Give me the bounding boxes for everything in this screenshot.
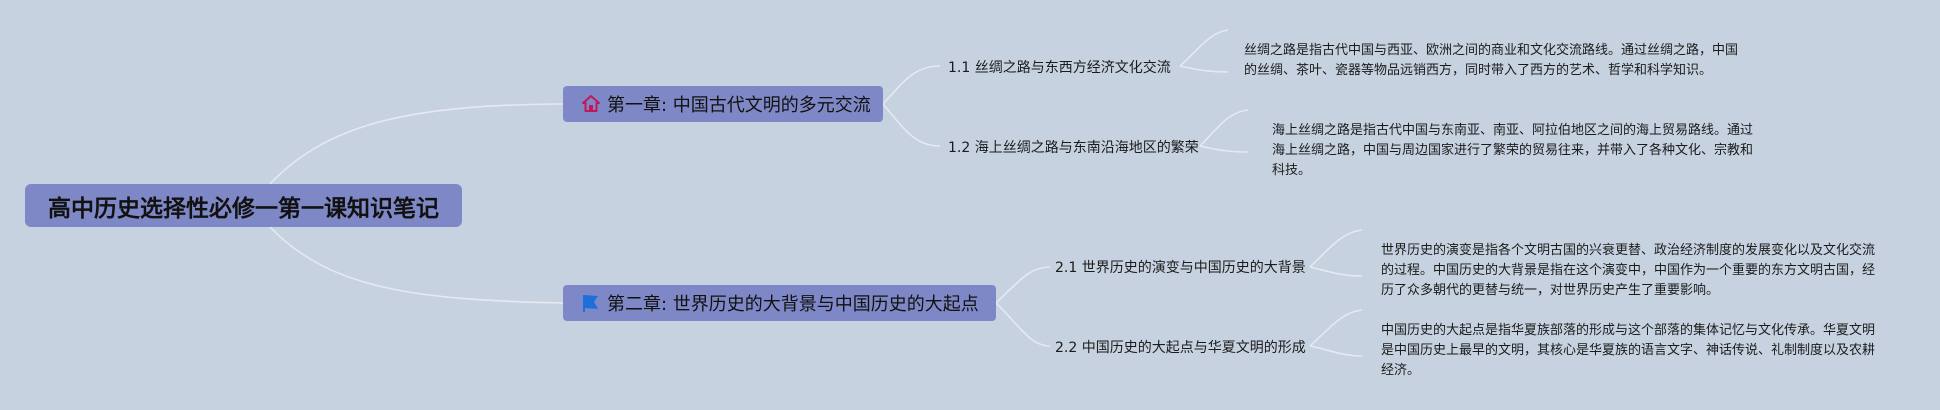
connector-section11-note: [1179, 29, 1229, 67]
connector-section11-note-b: [1179, 65, 1229, 73]
note-1-2-text: 海上丝绸之路是指古代中国与东南亚、南亚、阿拉伯地区之间的海上贸易路线。通过海上丝…: [1272, 123, 1754, 178]
connector-root-chapter2: [269, 226, 564, 304]
chapter-2-title: 第二章: 世界历史的大背景与中国历史的大起点: [607, 294, 979, 315]
note-1-1[interactable]: 丝绸之路是指古代中国与西亚、欧洲之间的商业和文化交流路线。通过丝绸之路，中国的丝…: [1244, 41, 1744, 81]
connector-chapter1-section1: [882, 65, 941, 105]
section-2-1-title: 2.1 世界历史的演变与中国历史的大背景: [1055, 260, 1306, 276]
chapter-1-title: 第一章: 中国古代文明的多元交流: [607, 95, 871, 116]
section-node-2-1[interactable]: 2.1 世界历史的演变与中国历史的大背景: [1055, 257, 1306, 277]
connector-section22-note: [1309, 309, 1363, 347]
connector-chapter1-section2: [882, 103, 941, 147]
root-node[interactable]: 高中历史选择性必修一第一课知识笔记: [25, 184, 462, 227]
section-1-2-title: 1.2 海上丝绸之路与东南沿海地区的繁荣: [948, 140, 1199, 156]
section-2-2-title: 2.2 中国历史的大起点与华夏文明的形成: [1055, 340, 1306, 356]
chapter-node-2[interactable]: 第二章: 世界历史的大背景与中国历史的大起点: [563, 285, 996, 321]
section-node-2-2[interactable]: 2.2 中国历史的大起点与华夏文明的形成: [1055, 337, 1306, 357]
home-icon: [581, 94, 601, 114]
connector-section22-note-b: [1309, 345, 1363, 357]
chapter-node-1[interactable]: 第一章: 中国古代文明的多元交流: [563, 86, 883, 122]
note-2-1[interactable]: 世界历史的演变是指各个文明古国的兴衰更替、政治经济制度的发展变化以及文化交流的过…: [1381, 241, 1876, 301]
connector-section21-note: [1309, 229, 1363, 268]
section-node-1-2[interactable]: 1.2 海上丝绸之路与东南沿海地区的繁荣: [948, 137, 1199, 157]
connector-root-chapter1: [269, 103, 564, 185]
flag-icon: [581, 293, 601, 313]
note-2-2[interactable]: 中国历史的大起点是指华夏族部落的形成与这个部落的集体记忆与文化传承。华夏文明是中…: [1381, 321, 1876, 381]
connector-chapter2-section1: [995, 266, 1051, 304]
connector-section21-note-b: [1309, 266, 1363, 277]
note-2-1-text: 世界历史的演变是指各个文明古国的兴衰更替、政治经济制度的发展变化以及文化交流的过…: [1381, 243, 1876, 298]
section-node-1-1[interactable]: 1.1 丝绸之路与东西方经济文化交流: [948, 57, 1171, 77]
connector-section12-note: [1199, 109, 1249, 147]
note-1-1-text: 丝绸之路是指古代中国与西亚、欧洲之间的商业和文化交流路线。通过丝绸之路，中国的丝…: [1244, 43, 1739, 78]
connector-section12-note-b: [1199, 145, 1249, 153]
section-1-1-title: 1.1 丝绸之路与东西方经济文化交流: [948, 60, 1171, 76]
root-title: 高中历史选择性必修一第一课知识笔记: [48, 195, 439, 222]
note-1-2[interactable]: 海上丝绸之路是指古代中国与东南亚、南亚、阿拉伯地区之间的海上贸易路线。通过海上丝…: [1272, 121, 1762, 181]
note-2-2-text: 中国历史的大起点是指华夏族部落的形成与这个部落的集体记忆与文化传承。华夏文明是中…: [1381, 323, 1876, 378]
connector-chapter2-section2: [995, 302, 1051, 347]
